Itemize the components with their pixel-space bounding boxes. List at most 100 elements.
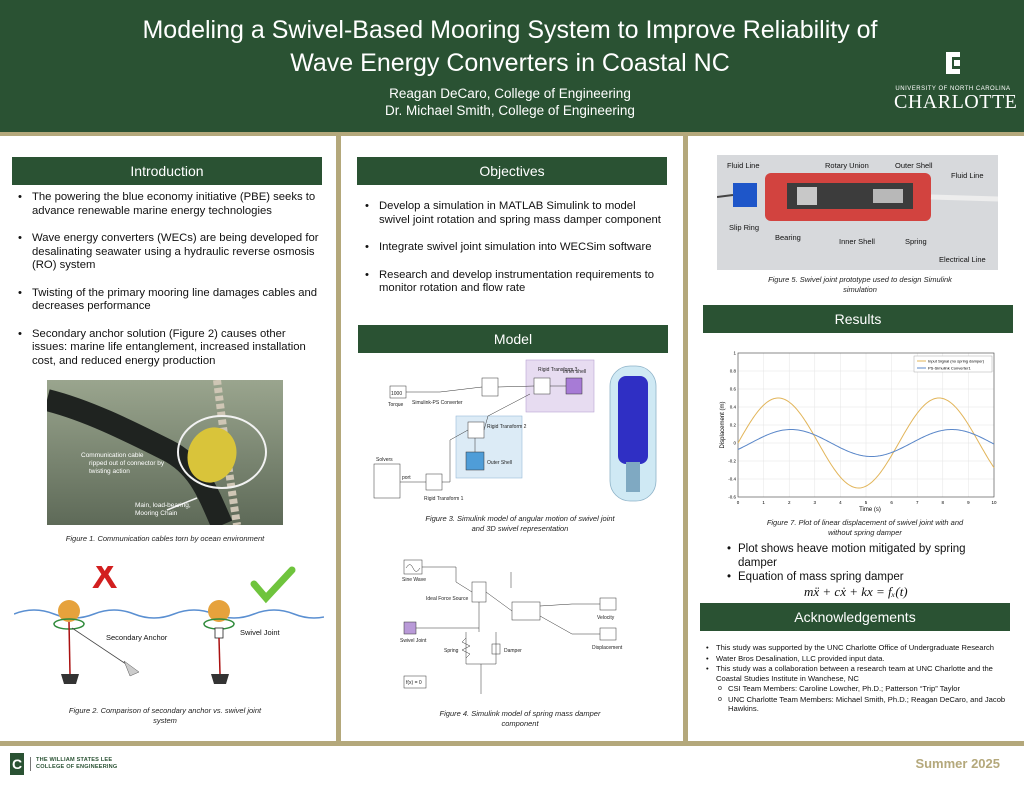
x-tick-label: 0 (737, 500, 740, 505)
college-line-1: THE WILLIAM STATES LEE (36, 757, 113, 763)
list-subitem: UNC Charlotte Team Members: Michael Smit… (704, 695, 1016, 714)
x-tick-label: 5 (865, 500, 868, 505)
objectives-list: Develop a simulation in MATLAB Simulink … (361, 200, 667, 310)
uncc-logo: UNIVERSITY OF NORTH CAROLINA CHARLOTTE (894, 48, 1018, 120)
annotation-mooring-chain: Main, load-bearing, Mooring Chain (135, 502, 191, 517)
figure-3-caption: Figure 3. Simulink model of angular moti… (425, 514, 615, 533)
label-spring: Spring (905, 237, 927, 246)
list-item: Equation of mass spring damper (726, 570, 996, 584)
list-item: The powering the blue economy initiative… (14, 191, 322, 218)
college-name: THE WILLIAM STATES LEE COLLEGE OF ENGINE… (30, 757, 117, 771)
svg-text:Rigid Transform 1: Rigid Transform 1 (424, 496, 464, 502)
results-list: Plot shows heave motion mitigated by spr… (726, 542, 996, 584)
author-2: Dr. Michael Smith, College of Engineerin… (385, 103, 635, 118)
x-tick-label: 9 (967, 500, 970, 505)
svg-text:Displacement: Displacement (592, 645, 623, 651)
y-tick-label: -0.6 (728, 495, 736, 500)
svg-text:Rigid Transform 3: Rigid Transform 3 (538, 367, 578, 373)
y-tick-label: 0.8 (730, 369, 737, 374)
x-tick-label: 8 (942, 500, 945, 505)
crown-icon (946, 52, 960, 74)
legend-label: PS-Simulink Converter1 (928, 366, 971, 371)
annotation-ripped: ripped out of connector by twisting acti… (89, 460, 165, 475)
x-tick-label: 3 (814, 500, 817, 505)
svg-text:Rigid Transform 2: Rigid Transform 2 (487, 424, 527, 430)
list-item: This study was a collaboration between a… (704, 664, 1016, 683)
college-mark-icon: C (10, 753, 24, 775)
chart-legend: Input Signal (no spring damper) PS-Simuli… (913, 355, 993, 373)
logo-charlotte-text: CHARLOTTE (894, 91, 1018, 113)
label-inner-shell: Inner Shell (839, 237, 875, 246)
svg-text:port: port (402, 475, 411, 481)
mooring-comparison-illustration: X (14, 566, 324, 684)
list-item: Integrate swivel joint simulation into W… (361, 241, 667, 255)
list-item: Develop a simulation in MATLAB Simulink … (361, 200, 667, 227)
poster-header: Modeling a Swivel-Based Mooring System t… (0, 0, 1024, 132)
figure-5-photo: Fluid Line Rotary Union Outer Shell Flui… (717, 155, 998, 270)
y-tick-label: -0.2 (728, 459, 736, 464)
y-tick-label: 1 (733, 351, 736, 356)
title-line-2: Wave Energy Converters in Coastal NC (290, 49, 730, 77)
svg-text:Velocity: Velocity (597, 615, 615, 621)
svg-text:f(x) = 0: f(x) = 0 (406, 680, 422, 686)
chart-gridlines (737, 352, 995, 498)
x-tick-label: 2 (788, 500, 791, 505)
figure-4-diagram: Sine Wave Ideal Force Source Swivel Join… (396, 552, 626, 702)
x-tick-label: 4 (839, 500, 842, 505)
introduction-list: The powering the blue economy initiative… (14, 191, 322, 382)
label-secondary-anchor: Secondary Anchor (106, 633, 168, 642)
chart-x-axis-label: Time (s) (859, 507, 881, 513)
legend-box (913, 355, 993, 373)
title-line-1: Modeling a Swivel-Based Mooring System t… (142, 16, 878, 44)
logo-university-text: UNIVERSITY OF NORTH CAROLINA (895, 86, 1011, 92)
svg-text:Ideal Force Source: Ideal Force Source (426, 596, 468, 602)
figure-1-annotation: Communication cable ripped out of connec… (81, 452, 171, 476)
x-tick-label: 7 (916, 500, 919, 505)
y-tick-label: 0.4 (730, 405, 737, 410)
svg-text:Inner shell: Inner shell (563, 369, 586, 375)
college-logo: C THE WILLIAM STATES LEE COLLEGE OF ENGI… (10, 752, 117, 776)
x-mark-icon: X (92, 566, 118, 597)
simulink-swivel-model: 1000 Torque Simulink-PS Converter Rigid … (373, 359, 657, 502)
label-slip-ring: Slip Ring (729, 223, 760, 232)
list-item: This study was supported by the UNC Char… (704, 643, 1016, 653)
simulink-spring-damper-model: Sine Wave Ideal Force Source Swivel Join… (400, 559, 623, 694)
model-heading: Model (358, 325, 668, 353)
label-outer-shell: Outer Shell (895, 161, 933, 170)
figure-1-photo: Communication cable ripped out of connec… (47, 380, 283, 525)
poster-title: Modeling a Swivel-Based Mooring System t… (60, 14, 960, 80)
svg-text:Solvers: Solvers (376, 457, 393, 463)
column-divider-1 (336, 136, 341, 744)
x-tick-label: 6 (890, 500, 893, 505)
series-line-2 (737, 428, 995, 458)
plot-frame (737, 352, 995, 498)
underwater-cable-illustration (47, 380, 283, 525)
figure-3-diagram: 1000 Torque Simulink-PS Converter Rigid … (370, 356, 670, 512)
label-electrical-line: Electrical Line (939, 255, 986, 264)
swivel-prototype-illustration (717, 155, 998, 270)
header-separator (0, 132, 1024, 144)
y-tick-label: 0.6 (730, 387, 737, 392)
list-item: Plot shows heave motion mitigated by spr… (726, 542, 996, 570)
footer-separator (0, 741, 1024, 746)
list-item: Twisting of the primary mooring line dam… (14, 287, 322, 314)
label-fluid-line-right: Fluid Line (951, 171, 984, 180)
svg-text:Spring: Spring (444, 648, 459, 654)
legend-label: Input Signal (no spring damper) (928, 359, 985, 364)
figure-5-caption: Figure 5. Swivel joint prototype used to… (768, 275, 952, 294)
list-item: Research and develop instrumentation req… (361, 269, 667, 296)
svg-text:Torque: Torque (388, 402, 404, 408)
mass-spring-equation: mẍ + cẋ + kx = fₓ(t) (804, 584, 908, 599)
objectives-heading: Objectives (357, 157, 667, 185)
chart-y-axis-label: Displacement (m) (720, 401, 726, 448)
author-block: Reagan DeCaro, College of Engineering Dr… (330, 85, 690, 119)
x-tick-label: 10 (991, 500, 997, 505)
x-tick-label: 1 (762, 500, 765, 505)
label-fluid-line-left: Fluid Line (727, 161, 760, 170)
series-line-1 (737, 397, 995, 489)
results-heading: Results (703, 305, 1013, 333)
svg-text:1000: 1000 (391, 391, 402, 397)
